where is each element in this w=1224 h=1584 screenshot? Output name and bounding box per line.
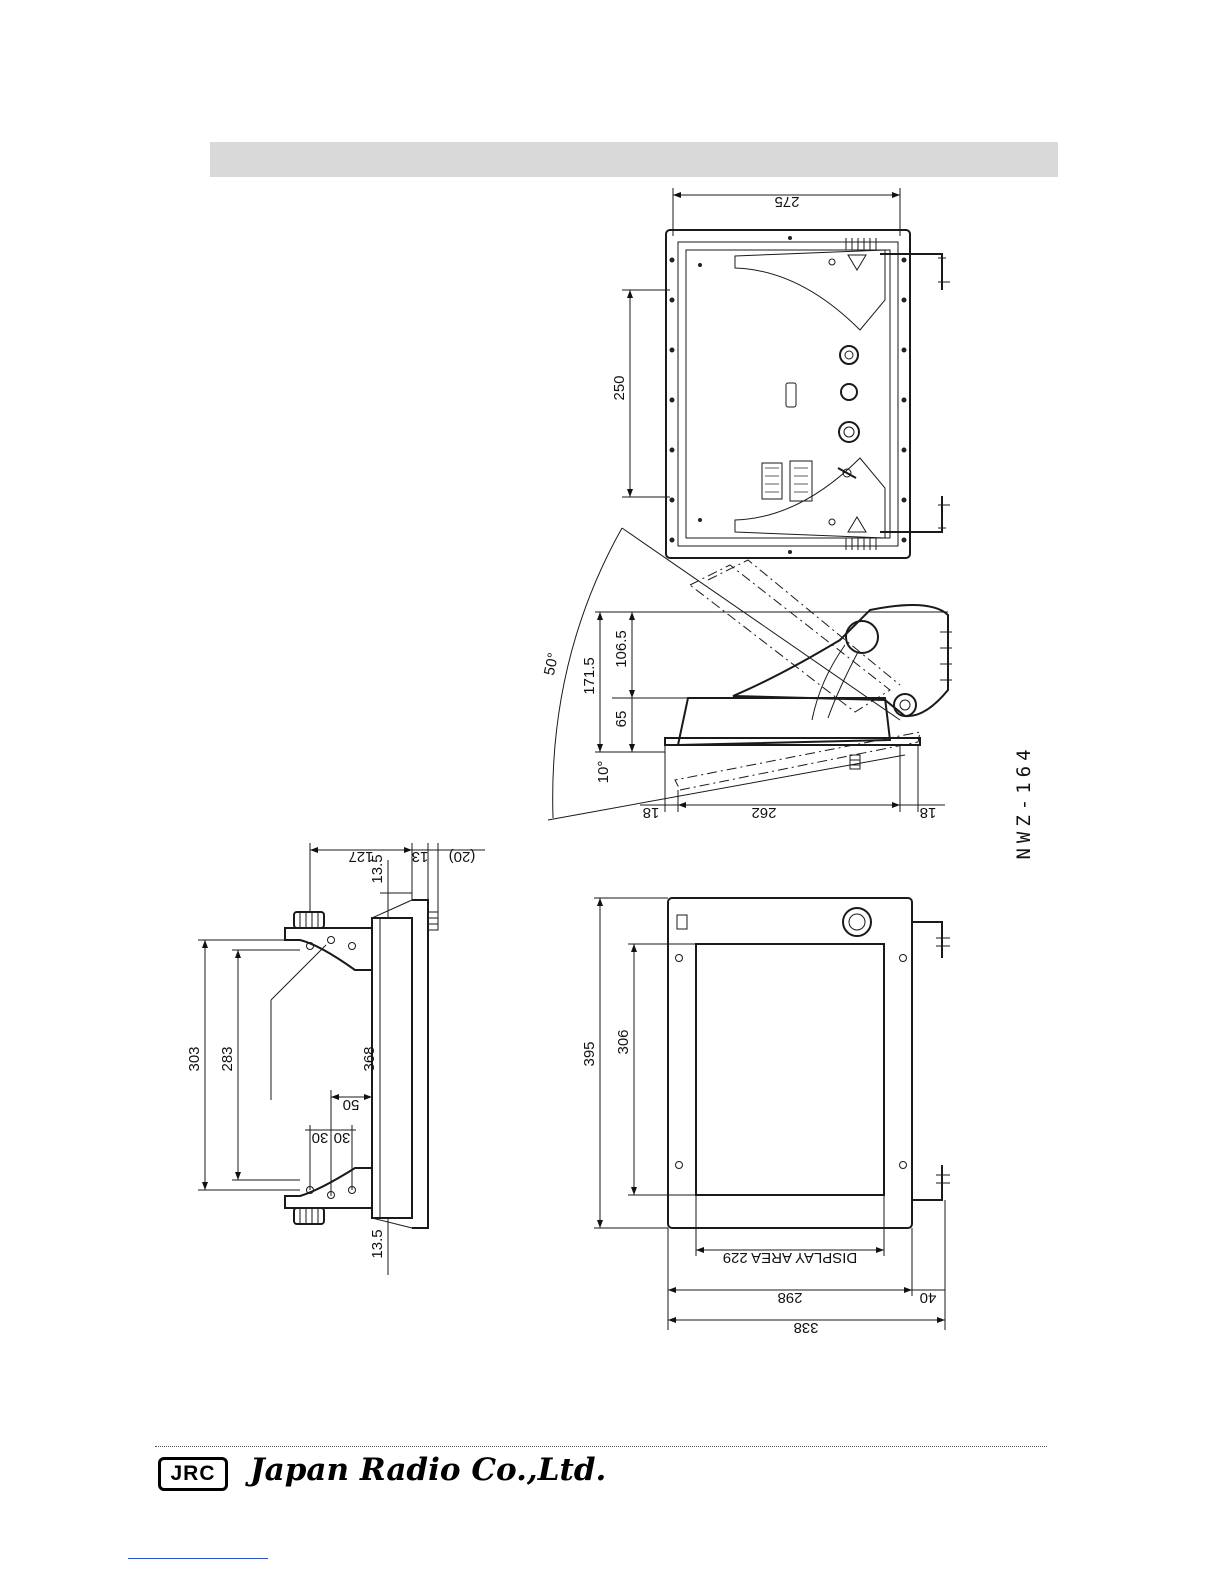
side-tilt-knob <box>846 621 878 653</box>
dim-front-width: 298 <box>777 1289 802 1306</box>
footer-rule <box>155 1446 1047 1447</box>
dim-tilt-up: 50° <box>541 651 562 677</box>
dim-side-right-offset: 18 <box>920 804 937 821</box>
rear-connector-control <box>839 422 859 442</box>
rear-connector-signal <box>841 384 857 400</box>
dim-bracket-spacing-right: 30 <box>334 1129 351 1146</box>
rear-view: 275 250 <box>611 188 950 558</box>
dim-bracket-spacing-left: 30 <box>312 1129 329 1146</box>
bracket-knob <box>428 912 438 930</box>
dim-rear-height: 250 <box>611 375 628 400</box>
dim-rear-width: 275 <box>774 193 799 210</box>
front-view: 395 306 DISPLAY AREA 229 298 40 338 <box>581 898 950 1336</box>
dim-bracket-bottom-margin: 13.5 <box>369 1229 386 1258</box>
rear-video-port <box>786 383 796 407</box>
dim-bracket-offset: 50 <box>343 1096 360 1113</box>
dim-side-left-offset: 18 <box>643 804 660 821</box>
rear-inner-frame <box>678 242 898 546</box>
dim-bracket-clearance: (20) <box>449 848 476 865</box>
dim-bracket-length: 368 <box>361 1046 378 1071</box>
dim-front-overall-width: 338 <box>793 1319 818 1336</box>
rear-rating-label <box>790 461 812 501</box>
dim-bracket-flange: 13 <box>412 848 429 865</box>
side-view: 50° 10° 171.5 106.5 65 <box>541 528 952 821</box>
bracket-lower <box>285 1168 372 1208</box>
bracket-upper-knob <box>294 912 324 928</box>
dim-side-upper-height: 106.5 <box>613 630 630 668</box>
bracket-bezel <box>412 900 428 1228</box>
rear-panel <box>686 250 890 538</box>
dim-tilt-down: 10° <box>595 761 612 784</box>
bracket-display-body <box>372 918 412 1218</box>
dim-bracket-top-margin: 13.5 <box>369 854 386 883</box>
front-handle-top <box>912 922 942 958</box>
bottom-link-underline <box>128 1558 268 1559</box>
dim-side-depth: 262 <box>751 804 776 821</box>
dim-front-hole-spacing: 306 <box>615 1029 632 1054</box>
dim-front-knob-offset: 40 <box>920 1289 937 1306</box>
front-bezel <box>668 898 912 1228</box>
dim-bracket-outer-spacing: 303 <box>186 1046 203 1071</box>
rear-upper-bracket <box>735 250 885 330</box>
dim-display-area: DISPLAY AREA 229 <box>723 1249 858 1266</box>
dim-side-total-height: 171.5 <box>581 657 598 695</box>
rear-connector-power <box>840 346 858 364</box>
bracket-upper <box>285 928 372 970</box>
bracket-lower-knob <box>294 1208 324 1224</box>
jrc-logo: JRC <box>158 1457 228 1491</box>
dim-side-lower-height: 65 <box>613 711 630 728</box>
side-stand <box>733 605 948 716</box>
company-name: Japan Radio Co.,Ltd. <box>250 1452 606 1488</box>
dim-bracket-inner-spacing: 283 <box>219 1046 236 1071</box>
front-display-screen <box>696 944 884 1195</box>
front-indicator <box>677 915 687 929</box>
front-knob <box>843 908 871 936</box>
dim-front-height: 395 <box>581 1041 598 1066</box>
model-name: NWZ-164 <box>1013 744 1035 859</box>
bracket-view: 127 13 (20) 13.5 13.5 303 283 368 50 30 <box>186 843 485 1275</box>
